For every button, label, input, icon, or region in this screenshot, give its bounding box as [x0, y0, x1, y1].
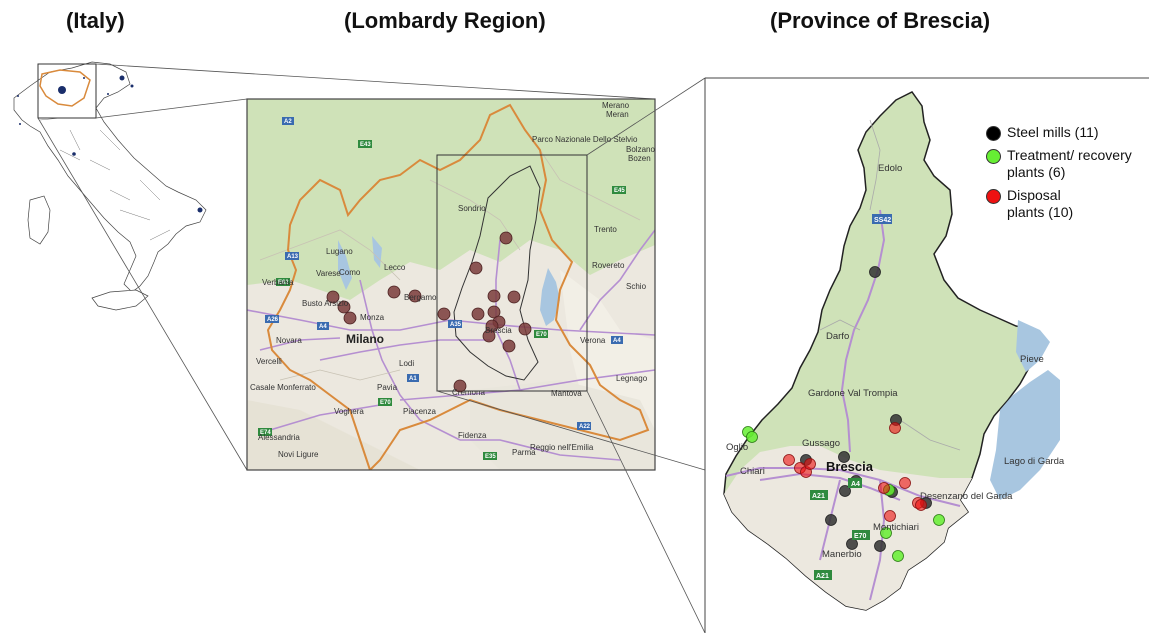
- city-label: Bozen: [628, 154, 651, 163]
- city-label: Verbania: [262, 278, 294, 287]
- svg-text:E43: E43: [360, 142, 371, 148]
- city-label: Bergamo: [404, 293, 437, 302]
- svg-text:A1: A1: [409, 376, 417, 382]
- city-label: Monza: [360, 313, 385, 322]
- svg-text:E35: E35: [485, 454, 496, 460]
- svg-text:E62: E62: [278, 280, 289, 286]
- city-label: Schio: [626, 282, 647, 291]
- city-label: Lodi: [399, 359, 414, 368]
- svg-text:E70: E70: [854, 533, 867, 540]
- city-label: Bolzano: [626, 145, 655, 154]
- svg-text:A21: A21: [816, 573, 829, 580]
- legend-item-disposal: Disposal plants (10): [986, 187, 1149, 221]
- city-label: Pavia: [377, 383, 398, 392]
- svg-text:E70: E70: [536, 332, 547, 338]
- city-label: Oglio: [726, 442, 748, 453]
- city-label: Meran: [606, 110, 629, 119]
- legend-label: Steel mills (11): [1007, 124, 1099, 140]
- city-label: Gussago: [802, 438, 840, 449]
- svg-text:E74: E74: [260, 430, 271, 436]
- legend-item-treatment: Treatment/ recovery plants (6): [986, 147, 1149, 181]
- brescia-map: SS42 A4 A21 E70 A21: [723, 91, 1060, 611]
- svg-text:E45: E45: [614, 188, 625, 194]
- city-label: Piacenza: [403, 407, 436, 416]
- city-label: Edolo: [878, 163, 902, 174]
- city-label: Merano: [602, 101, 630, 110]
- lombardy-city-labels: Merano Meran Bolzano Bozen Parco Naziona…: [250, 101, 655, 459]
- city-label: Milano: [346, 332, 384, 346]
- city-label: Lago di Garda: [1004, 456, 1065, 467]
- city-label: Busto Arsizio: [302, 299, 349, 308]
- city-label: Vercelli: [256, 357, 282, 366]
- city-label: Novara: [276, 336, 302, 345]
- city-label: Como: [339, 268, 361, 277]
- svg-text:A22: A22: [579, 424, 591, 430]
- city-label: Lugano: [326, 247, 353, 256]
- city-label: Chiari: [740, 466, 765, 477]
- city-label: Rovereto: [592, 261, 625, 270]
- brescia-title: (Province of Brescia): [770, 8, 991, 33]
- treatment-plant-marker-icon: [986, 149, 1001, 164]
- svg-text:A35: A35: [450, 322, 462, 328]
- svg-text:A4: A4: [613, 338, 621, 344]
- city-label: Darfo: [826, 331, 849, 342]
- svg-text:A26: A26: [267, 317, 279, 323]
- city-label: Varese: [316, 269, 341, 278]
- lombardy-map: A2 E43 A13 E45 E62 A26 A4 A35 E70 A4 A1 …: [247, 99, 655, 470]
- italy-title: (Italy): [66, 8, 125, 33]
- city-label: Manerbio: [822, 549, 862, 560]
- city-label: Lecco: [384, 263, 406, 272]
- svg-text:A4: A4: [319, 324, 327, 330]
- city-label: Novi Ligure: [278, 450, 319, 459]
- legend-label: Treatment/ recovery plants (6): [1007, 147, 1132, 180]
- city-label: Brescia: [485, 326, 512, 335]
- italy-map: [13, 61, 207, 311]
- city-label: Alessandria: [258, 433, 300, 442]
- svg-text:A13: A13: [287, 254, 299, 260]
- svg-text:SS42: SS42: [874, 217, 891, 224]
- disposal-plant-marker-icon: [986, 189, 1001, 204]
- city-label: Verona: [580, 336, 606, 345]
- svg-text:A4: A4: [851, 481, 860, 488]
- svg-text:A2: A2: [284, 119, 292, 125]
- lombardy-map-frame: [246, 98, 656, 471]
- svg-text:A21: A21: [812, 493, 825, 500]
- svg-text:E70: E70: [380, 400, 391, 406]
- city-label: Cremona: [452, 388, 485, 397]
- brescia-city-labels: Edolo Darfo Gardone Val Trompia Gussago …: [726, 163, 1065, 560]
- city-label: Sondrio: [458, 204, 486, 213]
- city-label: Brescia: [826, 459, 874, 474]
- legend-item-steel-mills: Steel mills (11): [986, 124, 1149, 141]
- city-label: Trento: [594, 225, 617, 234]
- city-label: Mantova: [551, 389, 582, 398]
- legend-label: Disposal plants (10): [1007, 187, 1074, 220]
- brescia-zoom-lines: [436, 77, 706, 633]
- city-label: Pieve: [1020, 354, 1044, 365]
- city-label: Montichiari: [873, 522, 919, 533]
- city-label: Legnago: [616, 374, 648, 383]
- legend: Steel mills (11) Treatment/ recovery pla…: [986, 124, 1149, 227]
- lombardy-title: (Lombardy Region): [344, 8, 546, 33]
- city-label: Desenzano del Garda: [920, 491, 1013, 502]
- city-label: Parco Nazionale Dello Stelvio: [532, 135, 638, 144]
- city-label: Gardone Val Trompia: [808, 388, 898, 399]
- steel-mill-marker-icon: [986, 126, 1001, 141]
- city-label: Parma: [512, 448, 536, 457]
- city-label: Fidenza: [458, 431, 487, 440]
- city-label: Voghera: [334, 407, 364, 416]
- city-label: Reggio nell'Emilia: [530, 443, 594, 452]
- city-label: Casale Monferrato: [250, 383, 316, 392]
- italy-zoom-lines: [37, 63, 656, 471]
